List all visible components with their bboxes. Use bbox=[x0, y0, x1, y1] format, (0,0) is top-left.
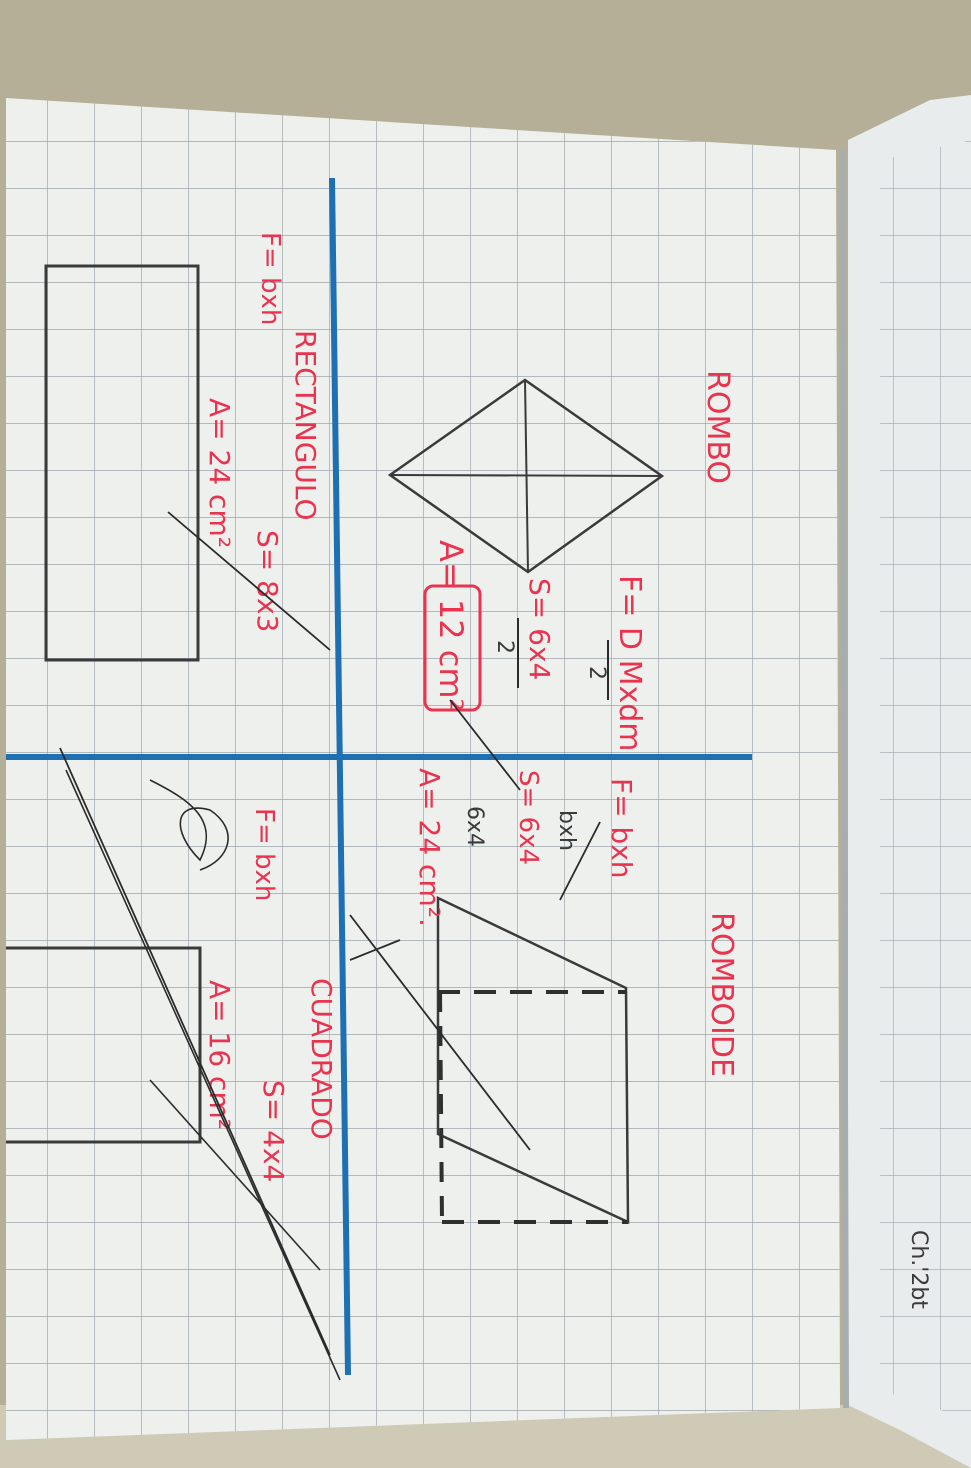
romboide-area: A= 24 cm². bbox=[413, 768, 446, 927]
notebook-page-right-grid bbox=[880, 140, 971, 1420]
rectangulo-formula: F= bxh bbox=[255, 232, 285, 325]
rombo-sub-denominator: 2 bbox=[492, 640, 517, 654]
rombo-area: A= 12 cm² bbox=[432, 540, 470, 711]
pencil-long-stroke-3 bbox=[149, 1079, 321, 1271]
rectangulo-area: A= 24 cm² bbox=[203, 398, 236, 548]
cuadrado-substitution: S= 4x4 bbox=[257, 1080, 290, 1182]
rombo-formula-denominator: 2 bbox=[584, 666, 609, 680]
notebook-page-left-grid bbox=[6, 98, 840, 1440]
romboide-title: ROMBOIDE bbox=[704, 912, 739, 1077]
pencil-long-stroke-1 bbox=[59, 747, 331, 1356]
romboide-long-stroke bbox=[349, 914, 531, 1151]
pencil-scribble bbox=[149, 779, 229, 871]
rectangulo-title: RECTANGULO bbox=[289, 330, 322, 521]
binding-gutter bbox=[839, 149, 849, 1409]
rombo-formula: F= D Mxdm bbox=[612, 575, 647, 751]
rhombus-diagonal-minor bbox=[524, 379, 529, 573]
square-shape bbox=[6, 946, 202, 1144]
blue-axis-vertical bbox=[329, 177, 351, 1376]
rombo-substitution: S= 6x4 bbox=[523, 578, 556, 680]
romboide-formula: F= bxh bbox=[605, 778, 638, 879]
romboide-short-stroke bbox=[349, 939, 401, 961]
rectangulo-check-mark bbox=[167, 511, 331, 651]
rectangle-shape bbox=[44, 264, 200, 662]
romboide-check-mark bbox=[559, 821, 601, 901]
rombo-area-box bbox=[423, 584, 482, 712]
romboide-substitution: S= 6x4 bbox=[513, 770, 543, 865]
cuadrado-title: CUADRADO bbox=[305, 978, 338, 1140]
romboide-substitution-line2: 6x4 bbox=[462, 806, 487, 847]
rhomboid-height-dashed-left bbox=[438, 991, 444, 1223]
page-number: Ch.'2bt bbox=[906, 1230, 931, 1309]
rombo-title: ROMBO bbox=[700, 370, 735, 484]
pencil-long-stroke-2 bbox=[65, 769, 341, 1381]
cuadrado-formula: F= bxh bbox=[249, 808, 279, 901]
rombo-check-mark bbox=[449, 699, 521, 791]
rectangulo-substitution: S= 8x3 bbox=[251, 530, 284, 632]
romboide-formula-line2: bxh bbox=[554, 810, 579, 851]
